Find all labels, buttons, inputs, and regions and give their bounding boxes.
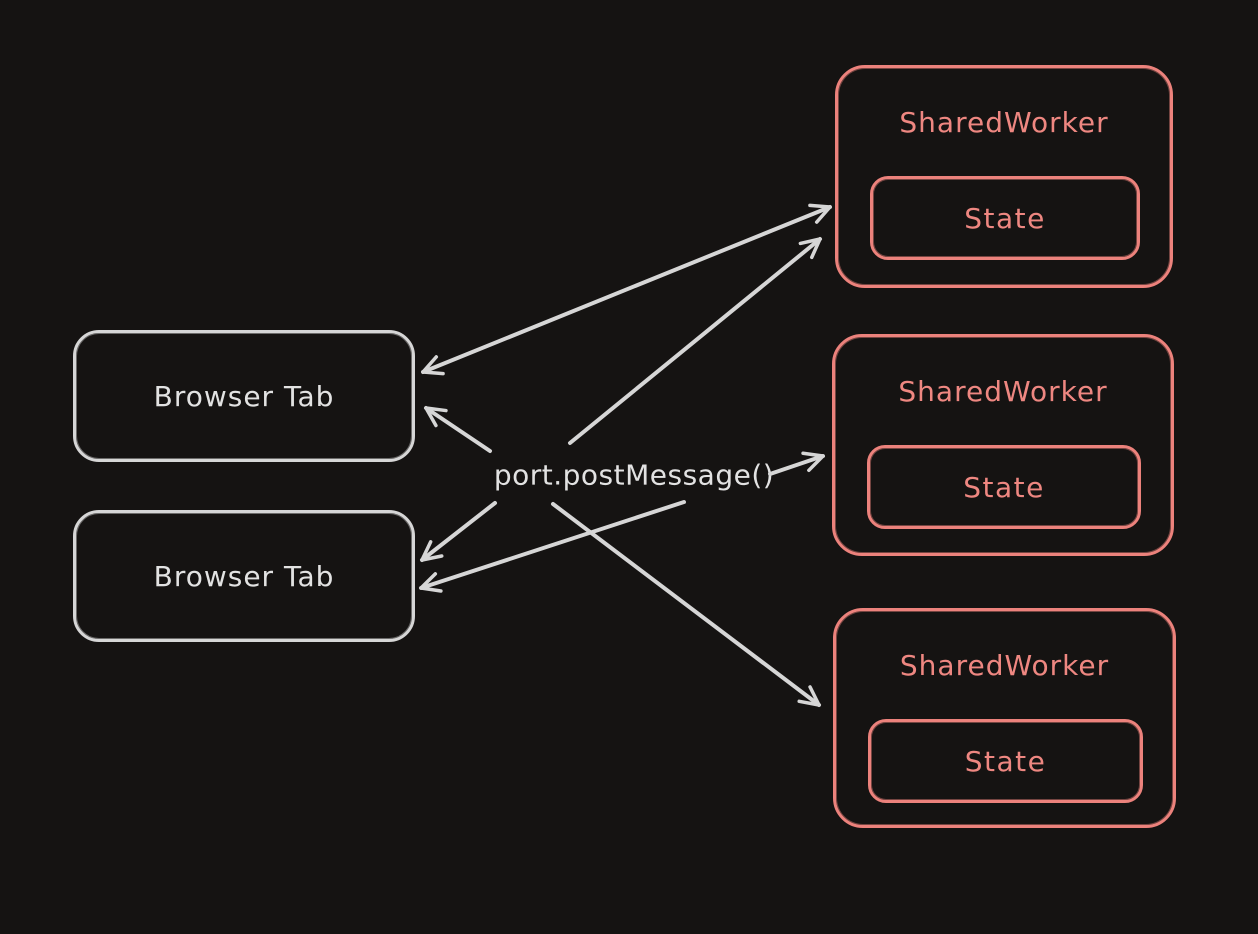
arrow-label-tab1 — [424, 406, 492, 453]
shared-worker-2-state-box: State — [867, 445, 1141, 529]
shared-worker-2-state-label: State — [963, 470, 1045, 504]
shared-worker-3-title: SharedWorker — [899, 649, 1110, 682]
browser-tab-2-node: Browser Tab — [73, 510, 415, 642]
arrow-tab1-worker1 — [421, 203, 832, 376]
shared-worker-1-state-label: State — [964, 201, 1046, 235]
arrow-label-tab2-lower — [419, 500, 686, 593]
shared-worker-3-state-box: State — [868, 719, 1143, 803]
port-postmessage-label: port.postMessage() — [493, 458, 775, 492]
arrow-label-worker2 — [768, 451, 825, 476]
arrow-label-tab2-upper — [420, 501, 497, 562]
browser-tab-1-label: Browser Tab — [153, 379, 335, 413]
shared-worker-2-node: SharedWorker State — [832, 334, 1174, 556]
shared-worker-3-node: SharedWorker State — [833, 608, 1176, 828]
arrow-label-worker3 — [551, 502, 821, 707]
browser-tab-1-node: Browser Tab — [73, 330, 415, 462]
shared-worker-1-title: SharedWorker — [899, 106, 1109, 139]
shared-worker-3-state-label: State — [964, 744, 1047, 778]
shared-worker-1-state-box: State — [870, 176, 1140, 260]
shared-worker-1-node: SharedWorker State — [835, 65, 1173, 288]
browser-tab-2-label: Browser Tab — [153, 559, 335, 593]
shared-worker-2-title: SharedWorker — [898, 375, 1108, 408]
arrow-label-worker1 — [568, 237, 822, 445]
